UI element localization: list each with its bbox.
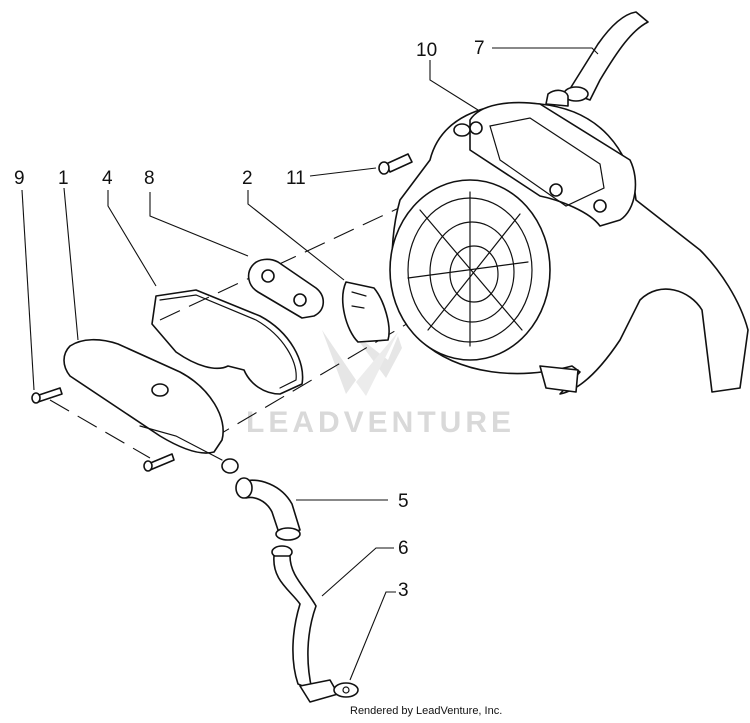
- filter-part-2: [342, 281, 390, 343]
- cover-part-1: [63, 338, 239, 474]
- gasket-part-4: [151, 289, 304, 395]
- blower-housing-part-10: [389, 89, 749, 395]
- screws-part-9: [31, 387, 175, 472]
- hose-elbow-part-5: [235, 477, 301, 541]
- callouts: 10 7 11 2 8 4 1 9 5 6 3: [14, 38, 485, 601]
- callout-7: 7: [474, 38, 485, 59]
- screw-part-11: [378, 153, 413, 175]
- callout-1: 1: [58, 168, 69, 189]
- callout-5: 5: [398, 491, 409, 512]
- pad-part-8: [247, 258, 325, 319]
- leader-lines: [21, 47, 599, 681]
- callout-10: 10: [416, 40, 437, 61]
- callout-3: 3: [398, 580, 409, 601]
- callout-9: 9: [14, 168, 25, 189]
- credit-text: Rendered by LeadVenture, Inc.: [350, 705, 502, 717]
- callout-2: 2: [242, 168, 253, 189]
- pipe-part-6: [271, 545, 339, 703]
- watermark-logo: LEADVENTURE: [246, 330, 515, 439]
- watermark-text: LEADVENTURE: [246, 406, 515, 439]
- gasket-part-3: [333, 682, 359, 698]
- callout-8: 8: [144, 168, 155, 189]
- callout-6: 6: [398, 538, 409, 559]
- callout-11: 11: [286, 168, 306, 189]
- callout-4: 4: [102, 168, 113, 189]
- hose-part-7: [563, 11, 649, 102]
